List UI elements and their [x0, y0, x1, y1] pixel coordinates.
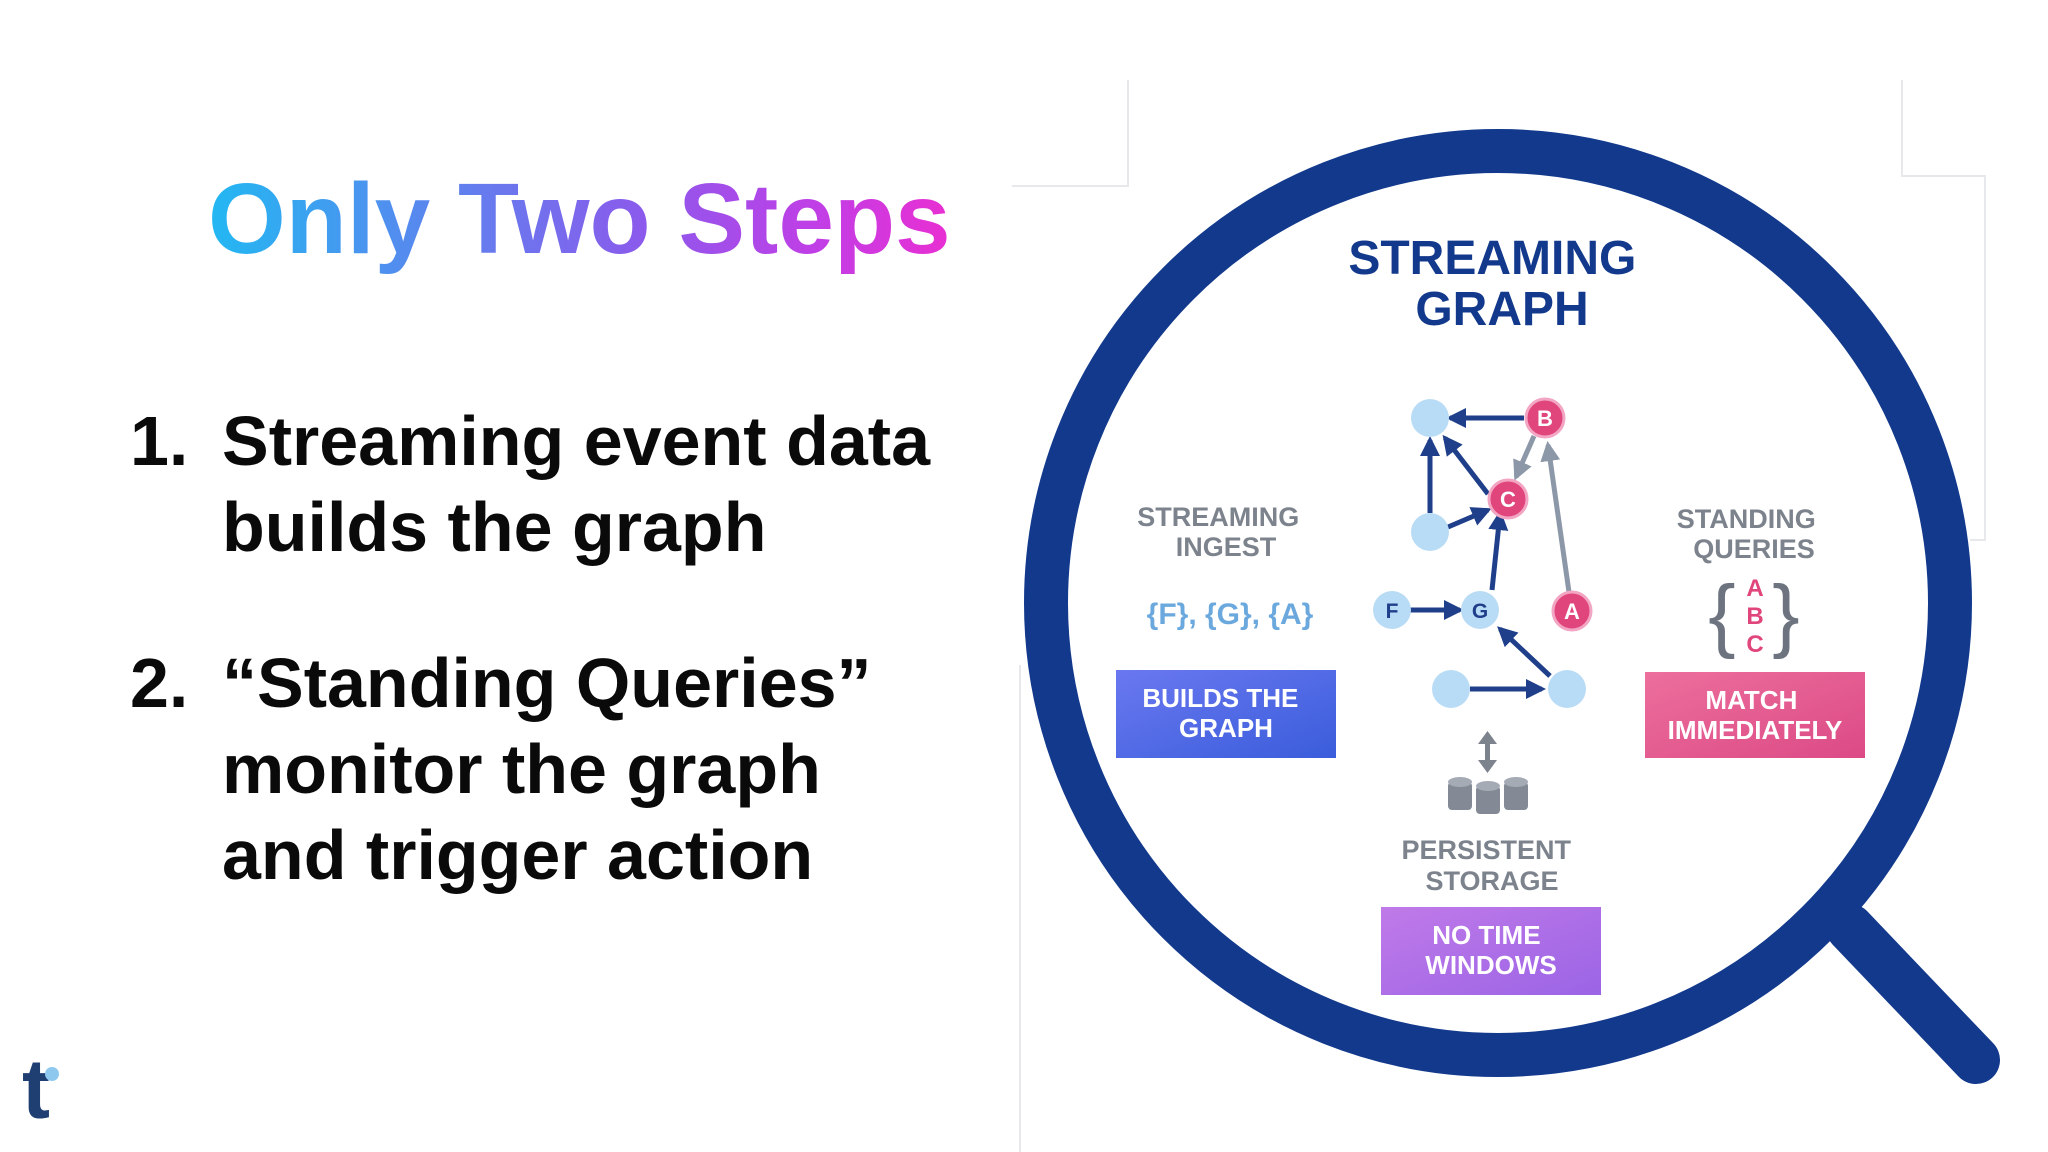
- queries-heading: STANDING QUERIES: [1677, 504, 1824, 564]
- logo-dot: [45, 1067, 59, 1081]
- no-time-windows-label-line: NO TIME: [1432, 920, 1540, 950]
- graph-node-f: [1373, 591, 1411, 629]
- graph-node: [1548, 670, 1586, 708]
- step-number: 2.: [130, 644, 189, 722]
- ingest-heading-line: STREAMING: [1137, 502, 1299, 532]
- graph-node-b: [1524, 397, 1566, 439]
- steps-list: 1. Streaming event data builds the graph…: [130, 398, 930, 898]
- edge-b-to-c: [1513, 434, 1537, 481]
- node-f-label: F: [1386, 600, 1399, 623]
- storage-heading-line: PERSISTENT: [1401, 835, 1571, 865]
- step-text-line: and trigger action: [222, 816, 814, 894]
- ingest-heading: STREAMING INGEST: [1137, 502, 1307, 562]
- builds-graph-label: BUILDS THE GRAPH: [1142, 683, 1305, 743]
- graph-node-g: [1461, 591, 1499, 629]
- graph-node: [1432, 670, 1470, 708]
- no-time-windows-button: NO TIME WINDOWS: [1381, 907, 1601, 995]
- graph-nodes: B C F G A: [1373, 397, 1593, 708]
- magnifier-lens: [1024, 129, 2000, 1084]
- graph-edges: [1410, 408, 1572, 699]
- query-letter: C: [1746, 631, 1763, 658]
- no-time-windows-label-line: WINDOWS: [1425, 950, 1556, 980]
- slide-title: Only Two Steps: [208, 163, 951, 275]
- match-immediately-button: MATCH IMMEDIATELY: [1645, 672, 1865, 758]
- no-time-windows-label: NO TIME WINDOWS: [1425, 920, 1556, 980]
- queries-heading-line: STANDING: [1677, 504, 1816, 534]
- step-item: 1. Streaming event data builds the graph: [130, 398, 930, 570]
- node-c-label: C: [1500, 487, 1516, 512]
- diagram-title: STREAMING GRAPH: [1348, 232, 1649, 336]
- step-text-line: “Standing Queries”: [222, 644, 872, 722]
- edge-g-to-c: [1488, 510, 1509, 591]
- edge-bottom-to-g: [1497, 626, 1552, 678]
- builds-graph-label-line: BUILDS THE: [1142, 683, 1298, 713]
- match-immediately-label-line: IMMEDIATELY: [1668, 715, 1843, 745]
- storage-heading: PERSISTENT STORAGE: [1401, 835, 1578, 896]
- step-text-line: Streaming event data: [222, 402, 930, 480]
- match-immediately-label-line: MATCH: [1705, 685, 1797, 715]
- node-b-label: B: [1537, 406, 1553, 431]
- node-g-label: G: [1472, 600, 1488, 623]
- step-item: 2. “Standing Queries” monitor the graph …: [130, 640, 930, 898]
- brand-logo: t: [22, 1052, 59, 1124]
- query-letter: B: [1746, 603, 1763, 630]
- graph-node-a: [1551, 590, 1593, 632]
- ingest-events: {F}, {G}, {A}: [1147, 598, 1314, 631]
- close-brace-icon: }: [1772, 569, 1799, 660]
- open-brace-icon: {: [1708, 569, 1735, 660]
- edge-a-to-b: [1540, 441, 1572, 593]
- query-set-icon: { } A B C: [1708, 569, 1799, 660]
- background-frame: [1012, 80, 1986, 1152]
- graph-node: [1411, 399, 1449, 437]
- diagram-title-line: GRAPH: [1415, 283, 1588, 336]
- builds-graph-label-line: GRAPH: [1179, 713, 1273, 743]
- query-letter: A: [1746, 575, 1763, 602]
- builds-graph-button: BUILDS THE GRAPH: [1116, 670, 1336, 758]
- step-text-line: builds the graph: [222, 488, 767, 566]
- logo-letter: t: [22, 1052, 50, 1124]
- step-text-line: monitor the graph: [222, 730, 821, 808]
- up-down-arrow-icon: [1478, 731, 1497, 773]
- queries-heading-line: QUERIES: [1693, 534, 1815, 564]
- edge-c-to-top: [1442, 434, 1490, 496]
- graph-node: [1411, 513, 1449, 551]
- storage-heading-line: STORAGE: [1425, 866, 1558, 896]
- diagram-title-line: STREAMING: [1348, 232, 1636, 285]
- step-number: 1.: [130, 402, 189, 480]
- database-icon: [1448, 777, 1528, 814]
- match-immediately-label: MATCH IMMEDIATELY: [1668, 685, 1843, 745]
- node-a-label: A: [1564, 599, 1580, 624]
- ingest-heading-line: INGEST: [1176, 532, 1277, 562]
- edge-mid-to-c: [1447, 507, 1492, 530]
- graph-node-c: [1487, 478, 1529, 520]
